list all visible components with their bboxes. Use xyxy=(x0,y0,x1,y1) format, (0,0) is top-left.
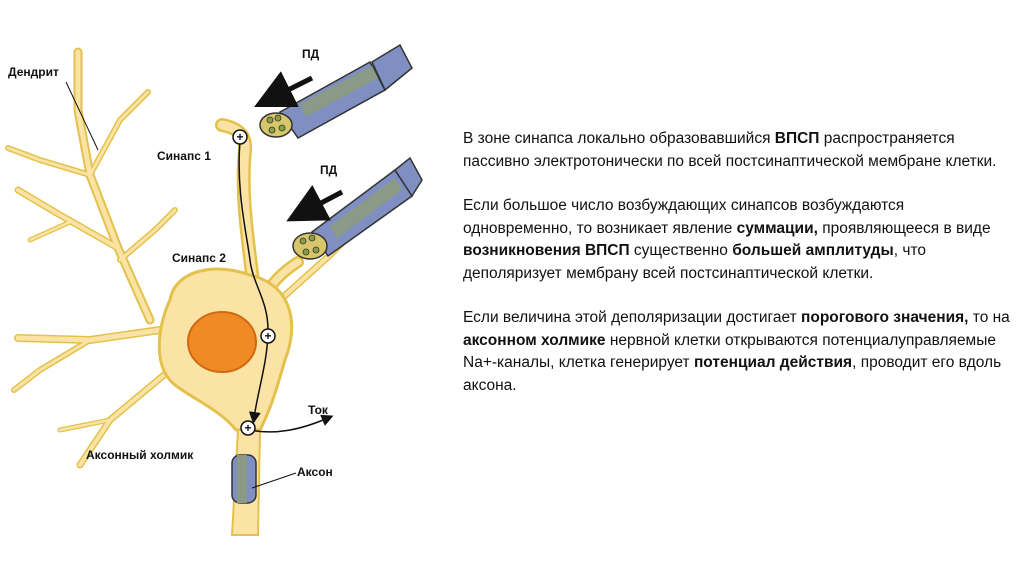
body-text: Если большое число возбуждающих синапсов… xyxy=(463,197,905,237)
paragraph-epsp: В зоне синапса локально образовавшийся В… xyxy=(463,128,1013,173)
presynaptic-terminal-1 xyxy=(259,43,413,139)
pd-arrow-2 xyxy=(286,184,344,222)
label-pd-1: ПД xyxy=(302,47,320,61)
plus-marker-hillock: + xyxy=(240,420,256,436)
presynaptic-terminal-2 xyxy=(292,156,423,260)
body-text: , проводит его вдоль аксона. xyxy=(463,354,1002,394)
nucleus xyxy=(187,311,257,373)
body-text: В зоне синапса локально образовавшийся xyxy=(463,130,775,147)
paragraph-threshold: Если величина этой деполяризации достига… xyxy=(463,307,1013,397)
svg-text:+: + xyxy=(244,421,251,435)
label-axon: Аксон xyxy=(297,465,333,479)
plus-marker-synapse-1: + xyxy=(232,129,248,145)
label-pd-2: ПД xyxy=(320,163,338,177)
label-synapse-1: Синапс 1 xyxy=(157,149,211,163)
plus-marker-soma: + xyxy=(260,328,276,344)
label-dendrite: Дендрит xyxy=(8,65,59,79)
body-text: проявляющееся в виде xyxy=(817,219,991,237)
body-text: Если величина этой деполяризации достига… xyxy=(463,309,801,326)
body-text: то на xyxy=(968,309,1010,326)
body-text: существенно xyxy=(629,242,733,259)
emphasis-text: возникновения ВПСП xyxy=(463,242,630,259)
current-arrow xyxy=(249,414,334,433)
emphasis-text: порогового значения, xyxy=(801,309,969,326)
emphasis-text: ВПСП xyxy=(774,130,820,147)
body-text: распространяется пассивно электротоничес… xyxy=(463,130,997,170)
emphasis-text: потенциал действия xyxy=(693,354,853,371)
emphasis-text: большей амплитуды xyxy=(732,242,894,259)
label-synapse-2: Синапс 2 xyxy=(172,251,226,265)
axon-shape xyxy=(230,429,262,536)
paragraph-summation: Если большое число возбуждающих синапсов… xyxy=(463,195,1013,285)
dendrite-leader-line xyxy=(65,81,99,151)
label-current: Ток xyxy=(308,403,329,417)
neuron-diagram: + + + Дендрит ПД ПД Синапс 1 Синапс 2 То… xyxy=(5,43,423,536)
svg-text:+: + xyxy=(236,130,243,144)
axon-leader-line xyxy=(251,472,297,489)
current-path xyxy=(238,139,269,424)
label-axon-hillock: Аксонный холмик xyxy=(86,448,194,462)
body-text: нервной клетки открываются потенциалупра… xyxy=(463,331,996,372)
emphasis-text: аксонном холмике xyxy=(463,331,606,349)
pd-arrow-1 xyxy=(254,71,314,107)
emphasis-text: суммации, xyxy=(736,219,818,237)
body-text: , что деполяризует мембрану всей постсин… xyxy=(463,242,926,282)
explanation-text: В зоне синапса локально образовавшийся В… xyxy=(463,128,1013,419)
svg-text:+: + xyxy=(264,329,271,343)
